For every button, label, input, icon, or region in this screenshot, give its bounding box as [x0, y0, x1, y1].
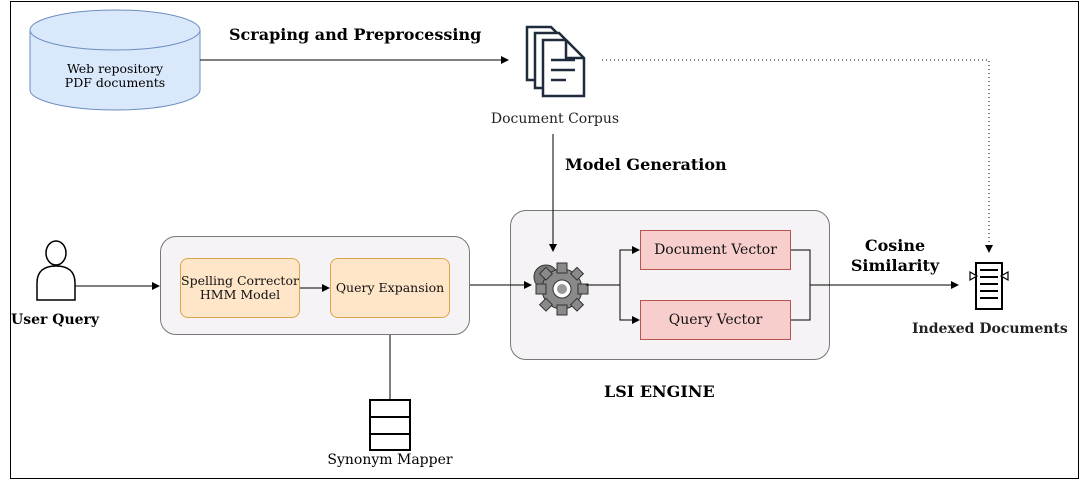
document-stack-icon [525, 25, 586, 98]
scraping-label: Scraping and Preprocessing [229, 25, 482, 44]
model-generation-label: Model Generation [565, 155, 727, 174]
cosine-label-line2: Similarity [850, 256, 940, 275]
cosine-label-line1: Cosine [864, 236, 926, 255]
table-stack-icon [369, 399, 411, 451]
lsi-engine-label: LSI ENGINE [604, 382, 715, 401]
user-query-label: User Query [11, 312, 100, 328]
dotted-index-connector [602, 59, 993, 253]
gear-to-query-vector-connector [619, 285, 640, 324]
repository-label-line1: Web repository [66, 61, 164, 76]
indexed-documents-label: Indexed Documents [912, 321, 1068, 337]
vectors-merge-connector [791, 249, 811, 321]
gear-icon [533, 262, 589, 316]
synonym-mapper-label: Synonym Mapper [327, 452, 453, 468]
indexed-document-icon [969, 262, 1009, 310]
spelling-corrector-box: Spelling Corrector HMM Model [180, 258, 300, 318]
database-cylinder-icon [29, 9, 201, 111]
query-expansion-box: Query Expansion [330, 258, 450, 318]
user-icon [36, 240, 76, 301]
gear-to-vectors-connector [586, 246, 640, 286]
query-vector-box: Query Vector [640, 300, 791, 340]
corpus-label: Document Corpus [490, 111, 620, 127]
spelling-corrector-label: Spelling Corrector [181, 273, 299, 288]
repository-label-line2: PDF documents [64, 75, 166, 90]
document-vector-box: Document Vector [640, 230, 791, 270]
hmm-model-label: HMM Model [199, 287, 281, 302]
